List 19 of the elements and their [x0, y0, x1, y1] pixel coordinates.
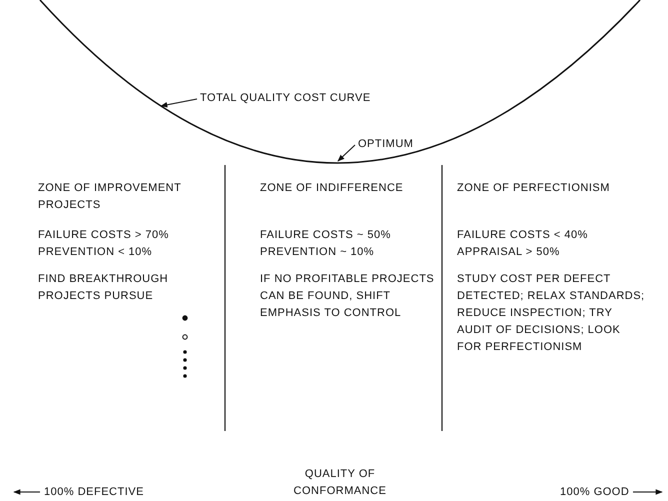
axis-end-label: 100% GOOD	[560, 485, 630, 500]
cost-share-text: FAILURE COSTS ~ 50%	[260, 228, 392, 243]
cost-share-text: FAILURE COSTS < 40%	[457, 228, 589, 243]
curve-label: TOTAL QUALITY COST CURVE	[200, 90, 375, 107]
cost-share-text: PREVENTION < 10%	[38, 245, 154, 260]
curve-label: OPTIMUM	[358, 136, 416, 153]
zone-heading: ZONE OF INDIFFERENCE	[260, 181, 404, 196]
axis-title: QUALITY OF CONFORMANCE	[292, 467, 388, 499]
cost-share-text: PREVENTION ~ 10%	[260, 245, 376, 260]
axis-end-label: 100% DEFECTIVE	[44, 485, 144, 500]
action-text: FIND BREAKTHROUGH PROJECTS PURSUE	[38, 272, 170, 304]
zone-heading: ZONE OF PERFECTIONISM	[457, 181, 611, 196]
action-text: IF NO PROFITABLE PROJECTS CAN BE FOUND, SHIFT EMPHASIS TO CONTROL	[260, 272, 436, 321]
cost-share-text: FAILURE COSTS > 70%	[38, 228, 170, 243]
zone-heading: ZONE OF IMPROVEMENT PROJECTS	[38, 181, 182, 213]
cost-share-text: APPRAISAL > 50%	[457, 245, 561, 260]
action-text: STUDY COST PER DEFECT DETECTED; RELAX STANDARDS; REDUCE INSPECTION; TRY AUDIT OF DECISIONS; LOOK FOR PERFECTIONISM	[457, 272, 646, 355]
leader-line	[160, 98, 198, 108]
leader-line	[338, 144, 356, 162]
